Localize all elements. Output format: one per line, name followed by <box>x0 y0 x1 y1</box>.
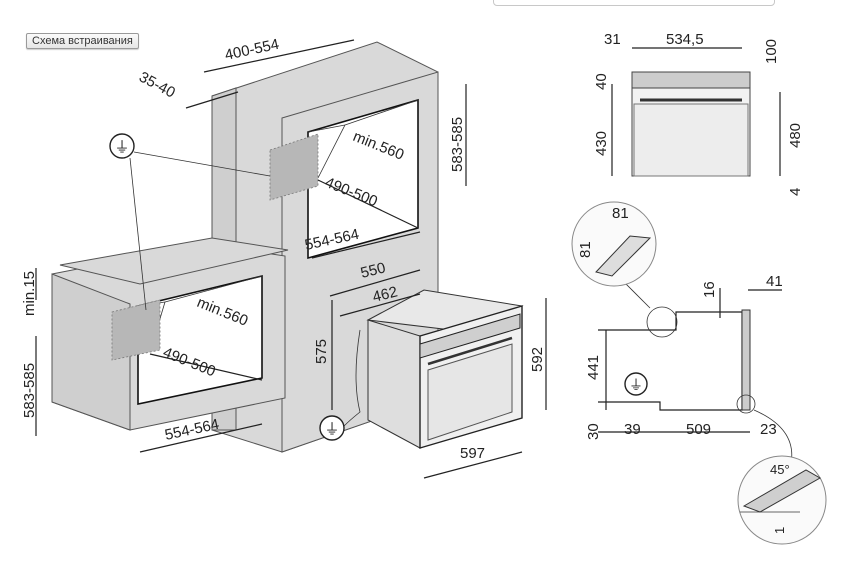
dim-oven-width: 597 <box>460 445 485 462</box>
dim-top-gap: 35-40 <box>136 69 178 102</box>
dim-front-bottom-right: 4 <box>787 188 804 196</box>
diagram-badge: Схема встраивания <box>26 33 139 49</box>
window-top-bar <box>493 0 775 6</box>
dim-front-left-height: 430 <box>593 131 610 156</box>
dim-side-509: 509 <box>686 421 711 438</box>
dim-angle-1: 1 <box>772 527 787 534</box>
side-section <box>598 269 794 472</box>
dim-front-left: 31 <box>604 31 621 48</box>
front-elevation <box>631 71 751 177</box>
dim-oven-height-side: 575 <box>313 339 330 364</box>
dim-side-16: 16 <box>701 281 718 298</box>
plug-icon-top: ⏚ <box>109 133 271 311</box>
dim-side-441: 441 <box>585 355 602 380</box>
plug-icon-oven: ⏚ <box>319 415 345 441</box>
svg-text:⏚: ⏚ <box>114 139 129 156</box>
svg-text:⏚: ⏚ <box>629 377 643 393</box>
dim-top-height: 583-585 <box>449 117 466 172</box>
dim-low-min: min.15 <box>21 271 38 316</box>
dim-detail-w: 81 <box>612 205 629 222</box>
oven-3d <box>343 289 524 449</box>
dim-detail-h: 81 <box>577 241 594 258</box>
dim-front-right-height: 480 <box>787 123 804 148</box>
dim-angle-45: 45° <box>770 462 790 477</box>
dim-side-30: 30 <box>585 423 602 440</box>
dim-side-23: 23 <box>760 421 777 438</box>
dim-top-depth: 400-554 <box>223 36 280 64</box>
base-cabinet <box>51 237 289 431</box>
dimension-lines <box>35 39 782 479</box>
detail-bottom <box>737 455 827 545</box>
dim-side-41: 41 <box>766 273 783 290</box>
dim-oven-inner-depth: 462 <box>371 283 399 306</box>
plug-icon-side: ⏚ <box>624 372 648 396</box>
detail-top <box>571 201 657 287</box>
dim-front-top-right: 100 <box>763 39 780 64</box>
svg-text:⏚: ⏚ <box>324 421 339 438</box>
dim-oven-height-front: 592 <box>529 347 546 372</box>
dim-front-top-left: 40 <box>593 73 610 90</box>
dim-low-height: 583-585 <box>21 363 38 418</box>
dim-oven-depth: 550 <box>359 259 387 282</box>
dim-side-39: 39 <box>624 421 641 438</box>
dim-front-width: 534,5 <box>666 31 704 48</box>
